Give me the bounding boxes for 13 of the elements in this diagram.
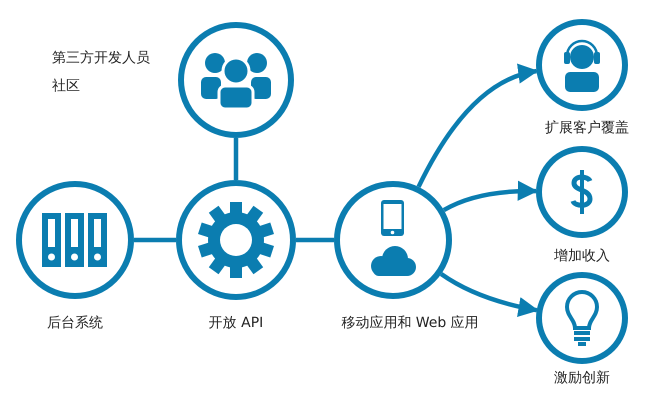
node-label: 激励创新 xyxy=(553,369,611,388)
node-label: 后台系统 xyxy=(46,314,104,333)
node-label: 开放 API xyxy=(208,314,264,333)
connector-line xyxy=(234,138,238,180)
curved-arrow xyxy=(416,64,538,188)
node-label: 扩展客户覆盖 xyxy=(544,119,630,138)
node-label: 移动应用和 Web 应用 xyxy=(340,314,480,333)
connector-line xyxy=(296,238,334,242)
curved-arrow xyxy=(442,180,538,212)
node-label: 增加收入 xyxy=(553,247,611,266)
node-label: 第三方开发人员社区 xyxy=(52,49,151,96)
connector-line xyxy=(134,238,176,242)
curved-arrow xyxy=(440,272,539,317)
